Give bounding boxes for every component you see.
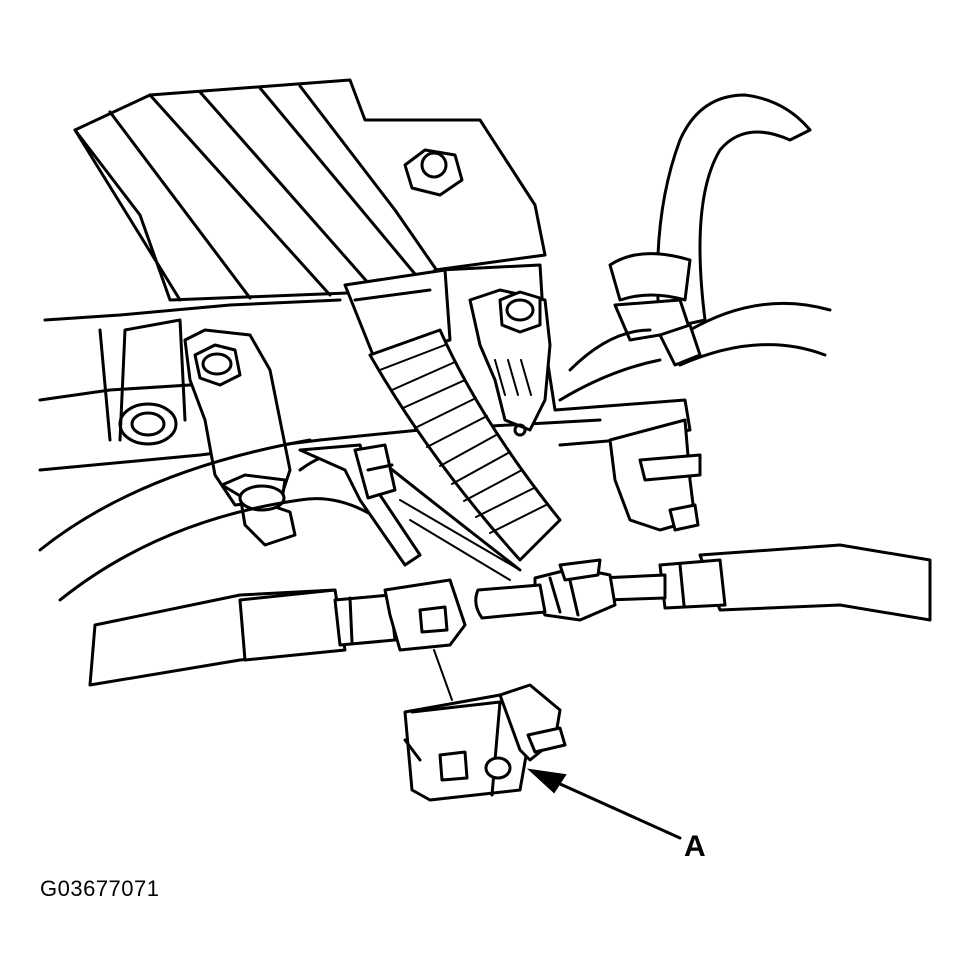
left-cable [88, 578, 467, 687]
corrugated-conduit [343, 268, 562, 562]
figure-id: G03677071 [40, 876, 160, 901]
leader-line [433, 649, 453, 701]
engine-cover [73, 78, 547, 302]
right-clip [608, 418, 702, 532]
upper-cable [298, 443, 422, 567]
hoses [558, 93, 832, 402]
cable-end-bracket [403, 683, 567, 802]
callout-label: A [684, 830, 706, 863]
right-cable [474, 543, 932, 622]
right-bracket [468, 288, 552, 437]
callout-a: A [526, 768, 706, 863]
